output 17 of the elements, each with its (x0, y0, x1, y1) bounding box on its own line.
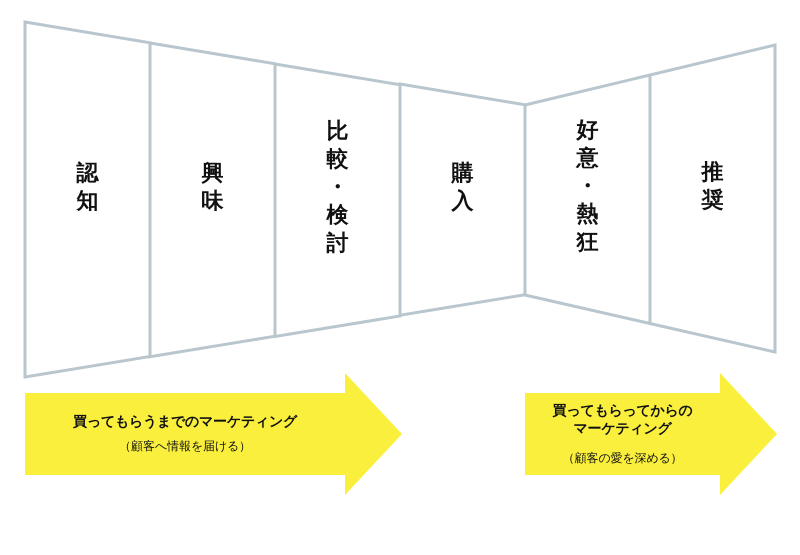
stage-label: 認知 (76, 160, 100, 216)
stage-panel (648, 43, 777, 354)
arrow-sublabel: （顧客へ情報を届ける） (119, 438, 251, 455)
stage-panel (273, 62, 402, 338)
stage-panel (23, 20, 152, 379)
stage-label: 購入 (450, 160, 474, 216)
arrow-label: 買ってもらうまでのマーケティング (72, 413, 298, 431)
stage-panel (398, 82, 527, 318)
stage-label: 推奨 (700, 158, 724, 214)
arrow-sublabel: （顧客の愛を深める） (562, 450, 682, 467)
block-arrow (25, 373, 402, 495)
stage-panel (148, 40, 277, 358)
arrow-label: 買ってもらってからのマーケティング (552, 402, 694, 438)
stage-label: 比較・検討 (326, 118, 350, 258)
block-arrow (525, 373, 777, 495)
stage-label: 好意・熱狂 (576, 117, 600, 258)
stage-label: 興味 (200, 160, 224, 216)
